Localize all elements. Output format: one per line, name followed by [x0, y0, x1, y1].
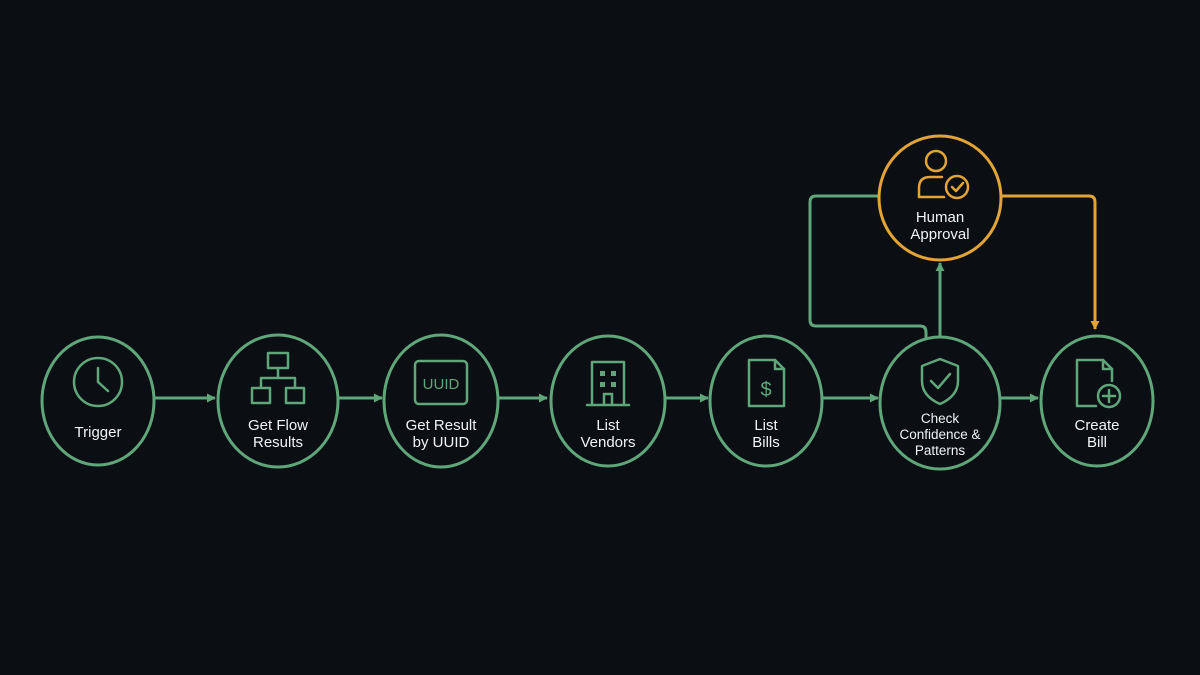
node-label-line: List: [754, 417, 778, 434]
svg-text:$: $: [760, 379, 771, 401]
node-label: Trigger: [75, 424, 122, 441]
building-icon: [585, 360, 631, 407]
uuid-badge-text: UUID: [423, 376, 460, 393]
node-label-line: by UUID: [413, 434, 470, 451]
node-label-line: Create: [1074, 417, 1119, 434]
user-check-icon: [917, 149, 970, 200]
loop-connector-check-to-approval: [808, 194, 928, 338]
document-plus-icon: [1075, 358, 1122, 409]
node-trigger-circle: [40, 335, 156, 467]
node-label-line: Results: [253, 434, 303, 451]
connectors: [155, 194, 1100, 403]
clock-icon: [72, 356, 124, 408]
node-list-vendors-circle: [549, 334, 667, 468]
node-get-result-by-uuid-circle: [382, 333, 500, 469]
node-label-line: Get Result: [406, 417, 478, 434]
node-label-line: Vendors: [580, 434, 635, 451]
dollar-document-icon: $: [747, 358, 786, 408]
uuid-badge-icon: UUID: [413, 359, 469, 406]
arrow-human-approval-to-create-bill: [1001, 194, 1100, 330]
node-label-line: List: [596, 417, 620, 434]
node-label-line: Bill: [1087, 434, 1107, 451]
node-label-line: Approval: [910, 226, 969, 243]
node-label-line: Trigger: [75, 424, 122, 441]
node-label-line: Patterns: [915, 443, 966, 458]
shield-check-icon: [920, 357, 960, 406]
node-list-bills-circle: [708, 334, 824, 468]
node-trigger[interactable]: Trigger: [40, 335, 156, 467]
node-label-line: Get Flow: [248, 417, 308, 434]
node-get-flow-results-circle: [216, 333, 340, 469]
node-create-bill-circle: [1039, 334, 1155, 468]
node-label-line: Check: [921, 411, 960, 426]
node-label-line: Bills: [752, 434, 780, 451]
hierarchy-icon: [250, 351, 306, 405]
node-label-line: Confidence &: [899, 427, 980, 442]
node-label-line: Human: [916, 209, 964, 226]
